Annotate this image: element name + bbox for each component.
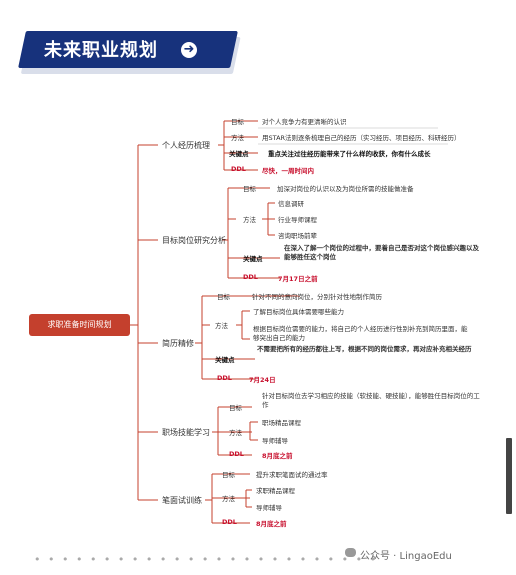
- ddl-label: DDL: [231, 165, 246, 173]
- goal-text: 加深对岗位的认识以及为岗位所需的技能做准备: [277, 185, 414, 193]
- scrollbar-thumb[interactable]: [506, 438, 512, 514]
- ddl-text: 8月底之前: [262, 452, 293, 460]
- root-node: 求职准备时间规划: [29, 314, 130, 336]
- goal-label: 目标: [243, 185, 256, 193]
- key-label: 关键点: [243, 255, 263, 263]
- watermark: 公众号 · LingaoEdu: [360, 551, 452, 562]
- ddl-text: 7月17日之前: [278, 275, 318, 283]
- arrow-right-circle-icon[interactable]: ➜: [181, 42, 197, 58]
- section-title: 笔面试训练: [162, 496, 202, 505]
- goal-label: 目标: [231, 118, 244, 126]
- section-title: 个人经历梳理: [162, 141, 210, 150]
- method-item: 根据目标岗位需要的能力，将自己的个人经历进行性别补充到简历里面，能够突出自己的能…: [253, 325, 468, 342]
- method-label: 方法: [222, 495, 235, 503]
- method-item: 导师辅导: [256, 504, 282, 512]
- goal-text: 针对不同的意向岗位，分别针对性地制作简历: [252, 293, 382, 301]
- key-label: 关键点: [229, 150, 249, 158]
- method-label: 方法: [243, 216, 256, 224]
- ddl-text: 8月底之前: [256, 520, 287, 528]
- section-title: 简历精修: [162, 339, 194, 348]
- section-title: 目标岗位研究分析: [162, 236, 226, 245]
- method-text: 用STAR法则逐条梳理自己的经历（实习经历、项目经历、科研经历）: [262, 134, 461, 142]
- method-item: 导师辅导: [262, 437, 288, 445]
- method-item: 职场精品课程: [262, 419, 301, 427]
- method-item: 行业导师课程: [278, 216, 317, 224]
- ddl-text: 尽快，一周时间内: [262, 167, 314, 175]
- goal-label: 目标: [217, 293, 230, 301]
- method-label: 方法: [229, 429, 242, 437]
- key-text: 重点关注过往经历能带来了什么样的收获，你有什么成长: [268, 150, 431, 158]
- section-title: 职场技能学习: [162, 428, 210, 437]
- goal-text: 提升求职笔面试的通过率: [256, 471, 328, 479]
- dotted-divider: • • • • • • • • • • • • • • • • • • • • …: [34, 553, 379, 566]
- goal-text: 针对目标岗位去学习相应的技能（软技能、硬技能），能够胜任目标岗位的工作: [262, 392, 480, 409]
- method-item: 信息调研: [278, 200, 304, 208]
- key-text: 在深入了解一个岗位的过程中，要着自己是否对这个岗位感兴趣以及能够胜任这个岗位: [284, 244, 479, 261]
- ddl-label: DDL: [217, 374, 232, 382]
- method-item: 了解目标岗位具体需要哪些能力: [253, 308, 344, 316]
- ddl-label: DDL: [222, 518, 237, 526]
- method-item: 求职精品课程: [256, 487, 295, 495]
- method-label: 方法: [231, 134, 244, 142]
- method-label: 方法: [215, 322, 228, 330]
- ddl-text: 7月24日: [249, 376, 276, 384]
- goal-label: 目标: [222, 471, 235, 479]
- ddl-label: DDL: [229, 450, 244, 458]
- page-title: 未来职业规划: [44, 40, 158, 61]
- goal-label: 目标: [229, 404, 242, 412]
- key-label: 关键点: [215, 356, 235, 364]
- wechat-icon: [345, 548, 356, 557]
- method-item: 咨询职场前辈: [278, 232, 317, 240]
- ddl-label: DDL: [243, 273, 258, 281]
- goal-text: 对个人竞争力有更清晰的认识: [262, 118, 347, 126]
- key-text: 不需要把所有的经历都往上写，根据不同的岗位需求，再对应补充相关经历: [257, 345, 472, 353]
